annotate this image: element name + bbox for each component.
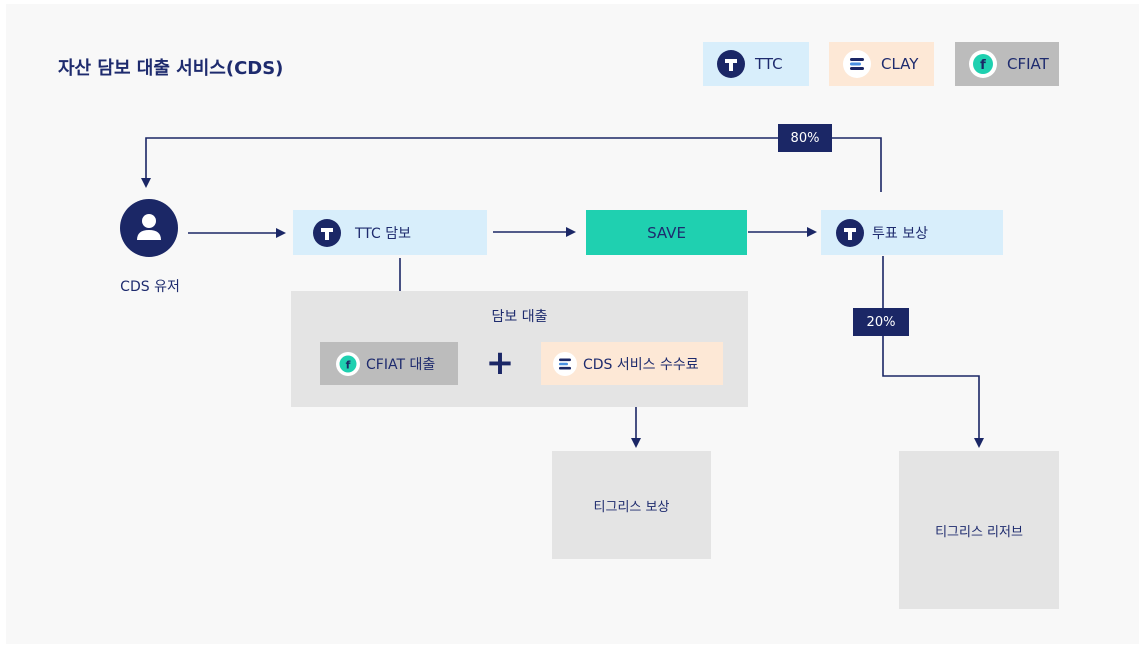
node-ttc-collateral: TTC 담보	[293, 210, 487, 255]
node-cfiat-loan: f CFIAT 대출	[320, 342, 458, 385]
clay-token-icon	[553, 351, 577, 376]
ttc-collateral-label: TTC 담보	[355, 225, 412, 242]
ttc-token-icon	[717, 50, 745, 78]
cfiat-token-icon: f	[336, 351, 360, 376]
cds-fee-label: CDS 서비스 수수료	[583, 356, 699, 373]
loop-line-80	[141, 137, 882, 192]
legend-clay: CLAY	[829, 42, 934, 86]
ttc-token-icon	[836, 218, 864, 247]
tigris-reserve-label: 티그리스 리저브	[935, 524, 1023, 540]
user-label: CDS 유저	[120, 279, 180, 295]
node-save: SAVE	[586, 210, 747, 255]
node-vote-reward: 투표 보상	[821, 210, 1003, 255]
page-title: 자산 담보 대출 서비스(CDS)	[58, 58, 284, 79]
percent-badge-80: 80%	[778, 124, 832, 152]
tigris-reward-label: 티그리스 보상	[593, 499, 670, 515]
legend-ttc: TTC	[703, 42, 809, 86]
clay-token-icon	[843, 50, 871, 78]
percent-badge-20: 20%	[853, 308, 909, 336]
legend-ttc-label: TTC	[755, 55, 783, 73]
node-tigris-reserve: 티그리스 리저브	[899, 451, 1059, 609]
loan-group-title: 담보 대출	[491, 309, 548, 325]
legend-cfiat-label: CFIAT	[1007, 55, 1049, 73]
ttc-token-icon	[313, 218, 341, 247]
node-cds-fee: CDS 서비스 수수료	[541, 342, 723, 385]
user-icon	[120, 199, 178, 257]
cfiat-loan-label: CFIAT 대출	[366, 356, 436, 373]
node-tigris-reward: 티그리스 보상	[552, 451, 711, 559]
save-label: SAVE	[647, 223, 686, 242]
arrow-vote-to-reserve	[882, 256, 984, 448]
legend-cfiat: f CFIAT	[955, 42, 1059, 86]
cfiat-token-icon: f	[969, 50, 997, 78]
legend-clay-label: CLAY	[881, 55, 919, 73]
vote-reward-label: 투표 보상	[872, 225, 928, 242]
svg-text:f: f	[346, 358, 351, 371]
svg-text:f: f	[980, 58, 986, 73]
plus-sign: +	[485, 343, 515, 383]
